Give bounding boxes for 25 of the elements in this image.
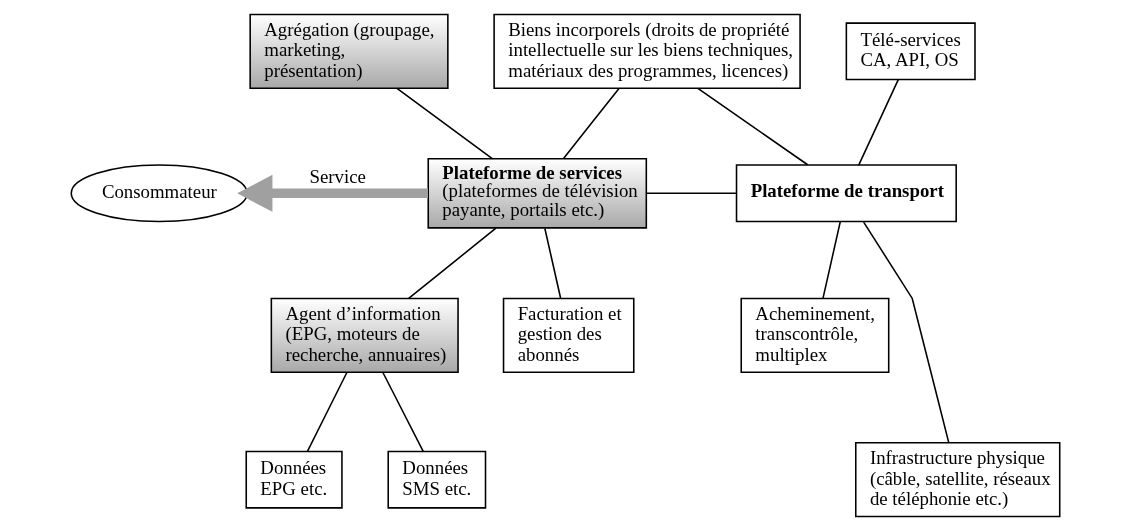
node-box: Infrastructure physique (câble, satellite, réseaux de téléphonie etc.): [855, 442, 1061, 518]
connector: [306, 371, 348, 453]
connector: [382, 371, 424, 453]
node-box: Plateforme de transport: [735, 164, 957, 223]
node-box: Agrégation (groupage, marketing, présentation): [249, 13, 449, 89]
node-ellipse: Consommateur: [70, 164, 248, 223]
connector: [862, 221, 950, 444]
connector: [562, 87, 620, 160]
node-box: Agent d’information (EPG, moteurs de recherche, annuaires): [270, 297, 459, 373]
node-box: Plateforme de services (plateformes de télévision payante, portails etc.): [427, 158, 648, 229]
connector: [544, 227, 562, 299]
connector: [407, 227, 497, 300]
node-box: Télé-services CA, API, OS: [845, 22, 976, 81]
node-box: Acheminement, transcontrôle, multiplex: [740, 297, 890, 373]
connector: [396, 87, 494, 160]
connector: [857, 78, 900, 166]
node-box: Données SMS etc.: [387, 450, 487, 509]
connector: [697, 87, 809, 166]
node-box: Facturation et gestion des abonnés: [502, 297, 635, 373]
edge-label: Service: [309, 166, 366, 188]
connector: [822, 220, 842, 299]
connector: [645, 192, 738, 195]
node-box: Biens incorporels (droits de propriété intellectuelle sur les biens techniques, matériaux des programmes, licences): [493, 13, 801, 89]
arrow: [237, 174, 428, 212]
node-box: Données EPG etc.: [245, 450, 343, 509]
